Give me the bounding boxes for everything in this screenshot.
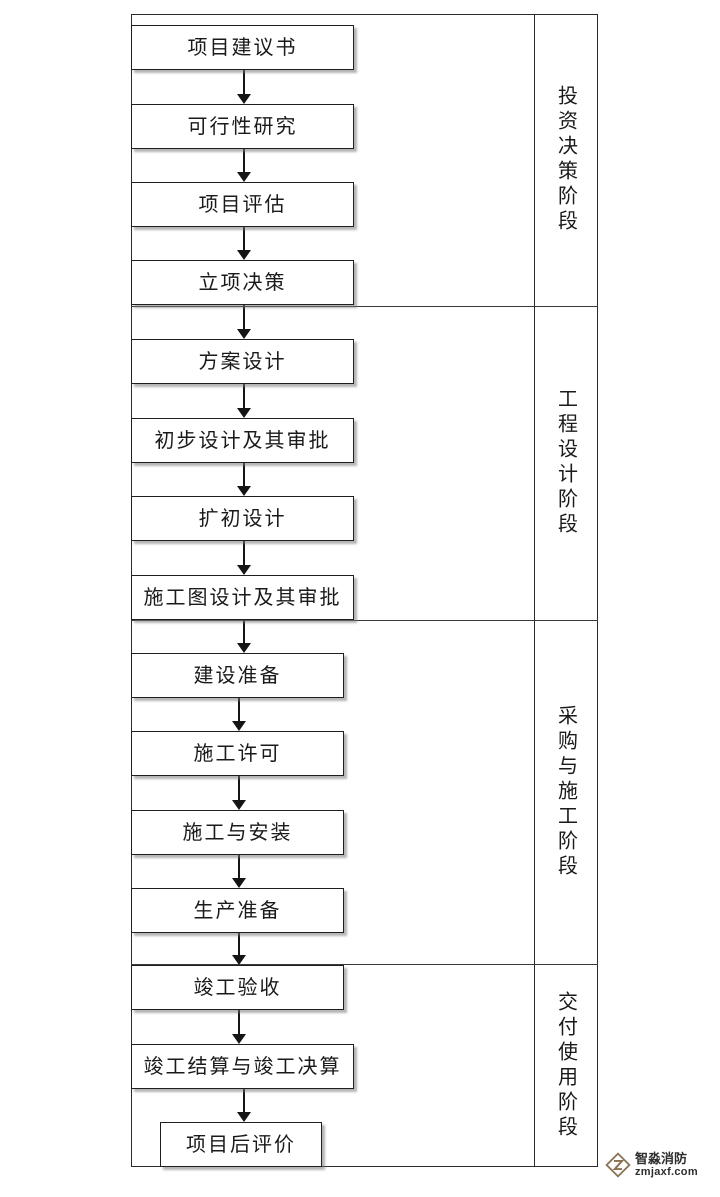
process-node-n15[interactable]: 项目后评价 [160,1122,322,1167]
stage-label: 工程设计阶段 [554,388,577,538]
process-node-label: 施工许可 [193,742,282,765]
process-node-label: 项目建议书 [187,36,298,59]
process-node-label: 竣工验收 [193,976,282,999]
process-node-n6[interactable]: 初步设计及其审批 [131,418,354,463]
arrow-stem [243,305,245,330]
arrow-stem [243,227,245,251]
process-node-n1[interactable]: 项目建议书 [131,25,354,70]
arrow-stem [238,776,240,801]
process-node-n5[interactable]: 方案设计 [131,339,354,384]
arrow-stem [238,1010,240,1035]
arrow-head-icon [231,721,246,731]
watermark-text: 智淼消防 zmjaxf.com [635,1152,698,1178]
process-node-label: 竣工结算与竣工决算 [143,1055,342,1078]
process-node-n3[interactable]: 项目评估 [131,182,354,227]
arrow-head-icon [231,800,246,810]
arrow-head-icon [236,94,251,104]
process-node-n2[interactable]: 可行性研究 [131,104,354,149]
arrow-stem [243,1089,245,1113]
stage-divider-3 [131,964,598,965]
stage-column-divider [534,14,535,1167]
process-node-label: 可行性研究 [187,115,298,138]
process-node-n8[interactable]: 施工图设计及其审批 [131,575,354,620]
arrow-head-icon [236,1112,251,1122]
stage-divider-2 [131,620,598,621]
process-node-label: 方案设计 [198,350,287,373]
process-node-label: 施工图设计及其审批 [143,586,342,609]
process-node-label: 项目后评价 [186,1133,296,1156]
arrow-head-icon [236,250,251,260]
arrow-stem [238,855,240,879]
process-node-label: 施工与安装 [182,821,293,844]
arrow-stem [238,933,240,956]
arrow-head-icon [236,329,251,339]
arrow-head-icon [231,878,246,888]
process-node-label: 生产准备 [193,899,282,922]
process-node-label: 立项决策 [198,271,287,294]
stage-cell-s4: 交付使用阶段 [536,964,596,1167]
watermark-brand: 智淼消防 [635,1151,688,1166]
process-node-label: 扩初设计 [198,507,287,530]
watermark-url: zmjaxf.com [635,1166,698,1178]
arrow-head-icon [231,1034,246,1044]
stage-label: 交付使用阶段 [554,990,577,1141]
watermark: 智淼消防 zmjaxf.com [605,1152,698,1178]
brand-diamond-icon [605,1152,631,1178]
arrow-stem [243,541,245,566]
process-node-n14[interactable]: 竣工结算与竣工决算 [131,1044,354,1089]
arrow-head-icon [236,172,251,182]
process-node-n9[interactable]: 建设准备 [131,653,344,698]
arrow-stem [243,149,245,173]
stage-label: 投资决策阶段 [554,85,577,235]
arrow-stem [243,620,245,644]
process-node-label: 初步设计及其审批 [154,429,331,452]
arrow-stem [238,698,240,722]
process-node-n11[interactable]: 施工与安装 [131,810,344,855]
process-node-n13[interactable]: 竣工验收 [131,965,344,1010]
stage-cell-s3: 采购与施工阶段 [536,620,596,964]
arrow-stem [243,384,245,409]
arrow-head-icon [236,486,251,496]
stage-label: 采购与施工阶段 [554,704,577,880]
process-node-n7[interactable]: 扩初设计 [131,496,354,541]
process-node-n4[interactable]: 立项决策 [131,260,354,305]
arrow-head-icon [236,565,251,575]
arrow-stem [243,463,245,487]
process-node-n10[interactable]: 施工许可 [131,731,344,776]
stage-cell-s2: 工程设计阶段 [536,306,596,620]
stage-cell-s1: 投资决策阶段 [536,14,596,306]
process-node-label: 建设准备 [193,664,282,687]
arrow-head-icon [236,408,251,418]
arrow-stem [243,70,245,95]
process-node-label: 项目评估 [198,193,287,216]
arrow-head-icon [236,643,251,653]
arrow-head-icon [231,955,246,965]
stage-divider-1 [131,306,598,307]
process-node-n12[interactable]: 生产准备 [131,888,344,933]
